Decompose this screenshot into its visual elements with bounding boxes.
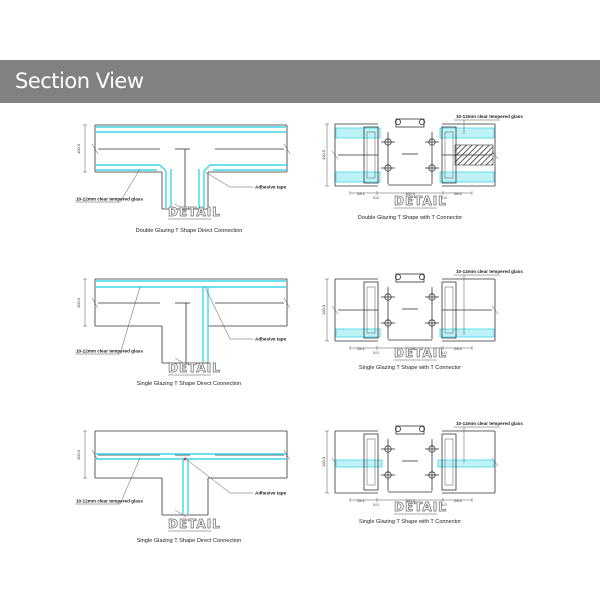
glass-label: 10-12mm clear tempered glass xyxy=(76,197,143,202)
detail-panel-p5: 100.0 10-12mm clear tempered glass Adhesiv… xyxy=(75,430,291,544)
detail-caption: Single Glazing T Shape Direct Connection xyxy=(137,381,242,387)
detail-panel-p1: 100.0 10-12mm clear tempered glass Adhesiv… xyxy=(75,124,291,234)
adhesive-tape-label: Adhesive tape xyxy=(255,185,287,190)
detail-panel-p3: 100.0 10-12mm clear tempered glass Adhesiv… xyxy=(75,278,291,387)
dimension-label: 5.0 xyxy=(441,350,447,355)
dimension-label: 28.1 xyxy=(357,191,366,196)
dimension-label: 5.0 xyxy=(441,502,447,507)
detail-caption: Single Glazing T Shape with T Connector xyxy=(359,519,461,525)
height-dimension: 100.0 xyxy=(321,149,326,160)
dimension-label: 5.0 xyxy=(373,502,379,507)
dimension-label: 100.0 xyxy=(405,191,416,196)
glass-label: 10-12mm clear tempered glass xyxy=(76,349,143,354)
dimension-label: 100.0 xyxy=(405,346,416,351)
dimension-label: 5.0 xyxy=(373,350,379,355)
detail-caption: Double Glazing T Shape with T Connector xyxy=(358,215,463,221)
glass-label: 10-12mm clear tempered glass xyxy=(456,421,523,426)
detail-heading: DETAIL xyxy=(168,517,221,531)
height-dimension: 100.0 xyxy=(321,456,326,467)
glass-label: 10-12mm clear tempered glass xyxy=(456,114,523,119)
detail-panel-p6: 100.0 10-12mm clear tempered glass 28.1 5.0… xyxy=(321,421,523,525)
dimension-label: 28.0 xyxy=(454,498,463,503)
detail-heading: DETAIL xyxy=(168,205,221,219)
dimension-label: 5.0 xyxy=(373,195,379,200)
dimension-label: 28.0 xyxy=(454,346,463,351)
detail-heading: DETAIL xyxy=(394,194,447,208)
detail-caption: Double Glazing T Shape Direct Connection xyxy=(136,228,243,234)
adhesive-tape-label: Adhesive tape xyxy=(255,491,287,496)
detail-heading: DETAIL xyxy=(394,346,447,360)
detail-heading: DETAIL xyxy=(394,500,447,514)
dimension-label: 28.1 xyxy=(357,346,366,351)
glass-label: 10-12mm clear tempered glass xyxy=(76,499,143,504)
height-dimension: 100.0 xyxy=(76,143,81,154)
section-header: Section View xyxy=(0,60,600,103)
dimension-label: 5.0 xyxy=(441,195,447,200)
detail-caption: Single Glazing T Shape Direct Connection xyxy=(137,538,242,544)
height-dimension: 100.0 xyxy=(321,304,326,315)
dimension-label: 28.0 xyxy=(454,191,463,196)
section-title: Section View xyxy=(15,69,144,93)
height-dimension: 100.0 xyxy=(76,449,81,460)
detail-heading: DETAIL xyxy=(168,361,221,375)
detail-caption: Single Glazing T Shape with T Connector xyxy=(359,365,461,371)
detail-panel-p2: 100.0 10-12mm clear tempered glass 28.1 5.0… xyxy=(321,114,523,221)
adhesive-tape-label: Adhesive tape xyxy=(255,337,287,342)
glass-label: 10-12mm clear tempered glass xyxy=(456,269,523,274)
dimension-label: 28.1 xyxy=(357,498,366,503)
height-dimension: 100.0 xyxy=(76,297,81,308)
detail-panel-p4: 100.0 10-12mm clear tempered glass 28.1 5.0… xyxy=(321,269,523,371)
dimension-label: 100.0 xyxy=(405,498,416,503)
